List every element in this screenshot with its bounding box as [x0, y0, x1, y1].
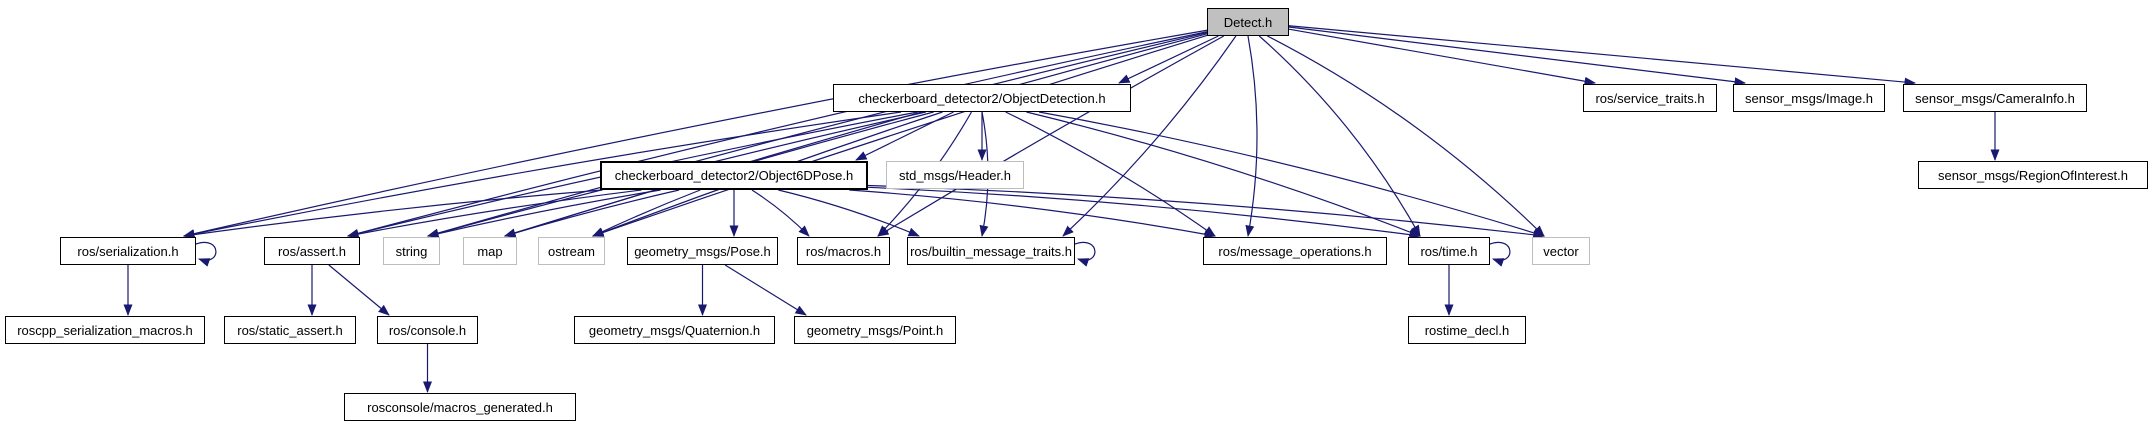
edge-obj6d-string	[427, 189, 661, 239]
edge-objdet-time	[1026, 111, 1421, 237]
node-assert[interactable]: ros/assert.h	[264, 237, 360, 265]
edge-objdet-serialization	[183, 111, 902, 239]
edge-obj6d-traits	[778, 189, 920, 237]
node-service_traits[interactable]: ros/service_traits.h	[1583, 84, 1717, 112]
edge-obj6d-time	[867, 186, 1421, 240]
node-roi[interactable]: sensor_msgs/RegionOfInterest.h	[1918, 161, 2148, 189]
node-ostream: ostream	[538, 237, 605, 265]
node-objdet[interactable]: checkerboard_detector2/ObjectDetection.h	[833, 84, 1131, 112]
node-time[interactable]: ros/time.h	[1408, 237, 1490, 265]
edge-detect-traits	[1062, 35, 1237, 237]
edge-detect-vector	[1267, 35, 1545, 237]
edge-detect-assert	[347, 31, 1208, 238]
edge-obj6d-assert	[347, 189, 642, 239]
node-camerainfo[interactable]: sensor_msgs/CameraInfo.h	[1903, 84, 2087, 112]
edge-detect-msgops	[1245, 35, 1258, 237]
edge-objdet-vector	[1038, 111, 1545, 238]
edge-pose-point	[724, 264, 807, 316]
node-sermacros[interactable]: roscpp_serialization_macros.h	[5, 316, 205, 344]
edge-detect-image	[1288, 26, 1746, 87]
edge-time-time	[1489, 241, 1511, 267]
edge-detect-ostream	[592, 34, 1208, 237]
edge-obj6d-macros	[751, 189, 810, 237]
node-static_assert[interactable]: ros/static_assert.h	[224, 316, 356, 344]
edge-detect-string	[427, 32, 1208, 238]
node-console[interactable]: ros/console.h	[377, 316, 478, 344]
node-vector: vector	[1532, 237, 1590, 265]
node-macros[interactable]: ros/macros.h	[797, 237, 890, 265]
node-header: std_msgs/Header.h	[886, 161, 1024, 189]
node-serialization[interactable]: ros/serialization.h	[60, 237, 196, 265]
edge-objdet-msgops	[1005, 111, 1216, 237]
node-image[interactable]: sensor_msgs/Image.h	[1733, 84, 1885, 112]
edge-detect-serialization	[183, 29, 1208, 239]
node-rostime_decl[interactable]: rostime_decl.h	[1408, 316, 1526, 344]
edge-obj6d-ostream	[592, 189, 701, 237]
node-obj6d[interactable]: checkerboard_detector2/Object6DPose.h	[600, 161, 868, 190]
node-pose[interactable]: geometry_msgs/Pose.h	[627, 237, 778, 265]
edge-obj6d-serialization	[183, 189, 603, 240]
edge-obj6d-msgops	[849, 189, 1216, 239]
node-string: string	[383, 237, 440, 265]
edge-assert-console	[328, 264, 390, 316]
edge-serialization-serialization	[195, 241, 217, 267]
edge-detect-camerainfo	[1288, 25, 1916, 87]
edge-detect-time	[1258, 35, 1421, 237]
edge-obj6d-vector	[867, 184, 1545, 240]
node-detect: Detect.h	[1207, 8, 1289, 36]
node-traits[interactable]: ros/builtin_message_traits.h	[907, 237, 1075, 265]
node-quat[interactable]: geometry_msgs/Quaternion.h	[574, 316, 775, 344]
edge-detect-objdet	[1118, 35, 1219, 84]
node-map: map	[463, 237, 517, 265]
edge-objdet-obj6d	[855, 111, 954, 161]
edge-detect-service_traits	[1288, 28, 1596, 86]
node-msgops[interactable]: ros/message_operations.h	[1203, 237, 1387, 265]
node-rosconsole_macros[interactable]: rosconsole/macros_generated.h	[344, 393, 576, 421]
edge-detect-map	[504, 33, 1208, 238]
node-point[interactable]: geometry_msgs/Point.h	[794, 316, 956, 344]
edge-obj6d-map	[504, 189, 680, 238]
edge-traits-traits	[1074, 241, 1096, 267]
